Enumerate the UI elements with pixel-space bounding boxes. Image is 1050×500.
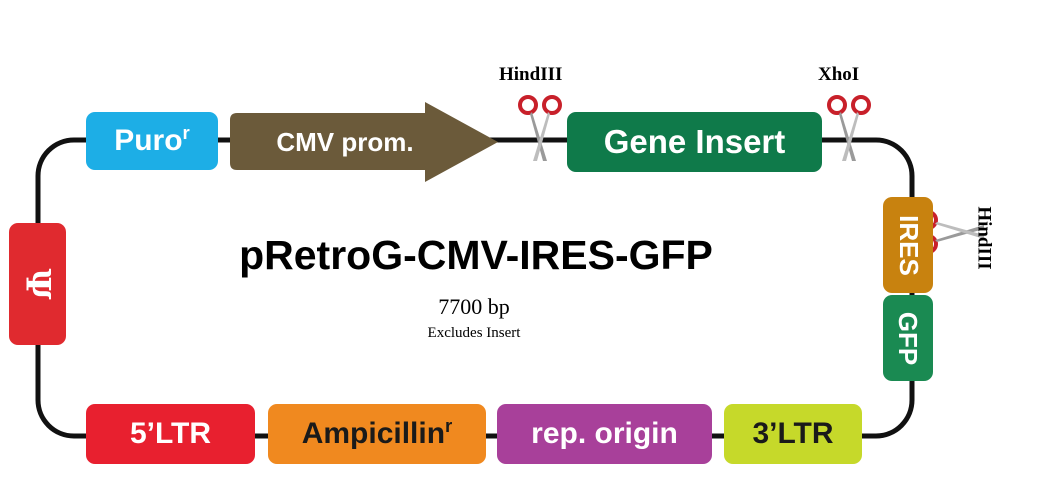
site-label-hindiii-top: HindIII (499, 64, 563, 85)
ltr5-label: 5’LTR (129, 417, 212, 450)
rep-origin-label: rep. origin (531, 417, 678, 450)
gfp-box: GFP (883, 295, 933, 381)
plasmid-title: pRetroG-CMV-IRES-GFP (239, 232, 713, 278)
rep-origin-box: rep. origin (497, 404, 712, 464)
site-label-xhoi: XhoI (818, 64, 860, 85)
puro-label: Puro (114, 124, 183, 157)
puro-superscript: r (182, 122, 190, 143)
plasmid-note: Excludes Insert (427, 325, 521, 341)
ltr5-box: 5’LTR (86, 404, 255, 464)
ires-label: IRES (893, 214, 924, 276)
puro-resistance-box: Puror (86, 112, 218, 170)
scissors-icon (518, 95, 562, 161)
gene-insert-box: Gene Insert (567, 112, 822, 172)
scissors-icon (827, 95, 871, 161)
ampicillin-superscript: r (445, 415, 453, 436)
site-label-hindiii-side: HindIII (973, 206, 995, 270)
ltr3-label: 3’LTR (752, 417, 834, 450)
ampicillin-box: Ampicillinr (268, 404, 486, 464)
ires-box: IRES (883, 197, 933, 293)
ampicillin-label: Ampicillin (301, 417, 446, 450)
psi-label: Ψ (17, 268, 58, 300)
gene-insert-label: Gene Insert (603, 123, 786, 160)
cmv-promoter-label: CMV prom. (276, 126, 414, 157)
gfp-label: GFP (893, 311, 924, 365)
cmv-promoter-arrow (230, 102, 498, 182)
ltr3-box: 3’LTR (724, 404, 862, 464)
plasmid-size: 7700 bp (438, 294, 510, 319)
psi-packaging-box: Ψ (9, 223, 66, 345)
